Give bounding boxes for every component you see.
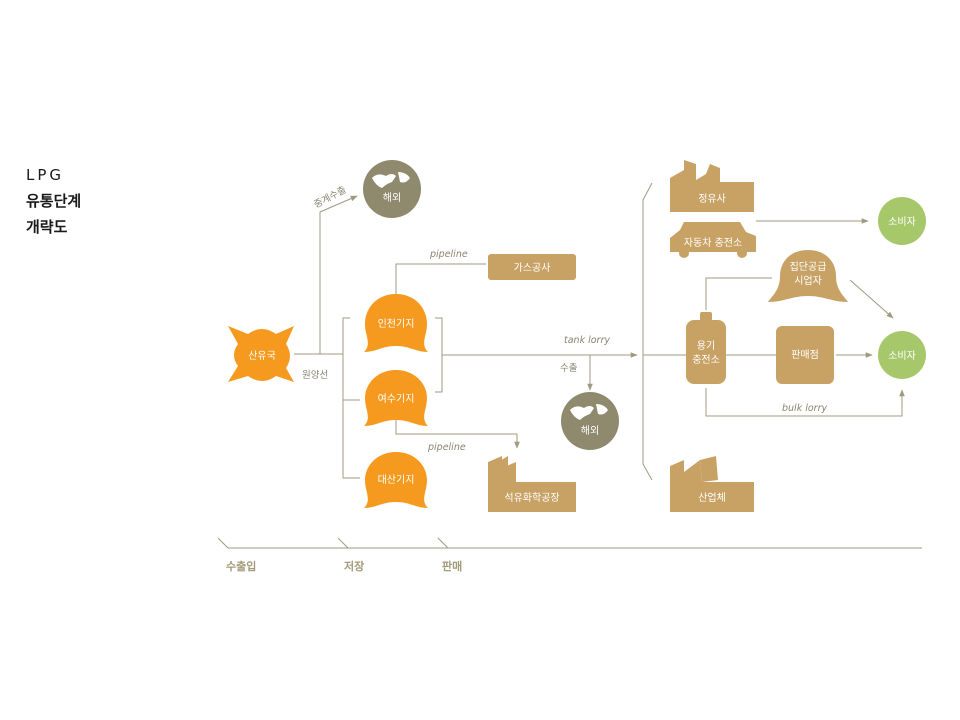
stage-tick-sales	[437, 537, 449, 549]
cylinder-station-node: 용기 충전소	[686, 312, 726, 384]
refinery-node: 정유사	[670, 160, 754, 212]
diagram-title: LPG 유통단계 개략도	[26, 162, 81, 240]
auto-station-label: 자동차 충전소	[684, 237, 742, 249]
overseas-globe-2: 해외	[561, 392, 619, 450]
industry-node: 산업체	[670, 456, 754, 512]
gas-corp-label: 가스공사	[514, 262, 551, 274]
origin-label: 산유국	[248, 350, 276, 362]
stage-import-export: 수출입	[226, 559, 256, 573]
daesan-label: 대산기지	[378, 474, 415, 486]
sales-bracket	[642, 182, 653, 481]
ocean-vessel-label: 원양선	[302, 370, 328, 381]
tank-lorry-label: tank lorry	[564, 335, 610, 346]
group-consumer-arrow	[849, 279, 894, 319]
consumer-node-2: 소비자	[878, 331, 926, 379]
group-supplier-node: 집단공급 시업자	[768, 250, 848, 302]
consumer-label-1: 소비자	[888, 216, 916, 228]
title-line-2: 유통단계	[26, 192, 82, 210]
pipeline-petro-arrow	[395, 420, 520, 449]
stage-tick-storage	[337, 537, 349, 549]
daesan-node: 대산기지	[364, 452, 428, 508]
pipeline-label-1: pipeline	[429, 249, 468, 260]
refinery-label: 정유사	[698, 193, 726, 205]
transit-export-arrow	[319, 195, 358, 354]
petrochem-label: 석유화학공장	[504, 492, 559, 504]
title-line-3: 개략도	[26, 218, 68, 236]
dealer-label: 판매점	[791, 349, 819, 361]
yeosu-node: 여수기지	[364, 370, 428, 426]
gas-corp-node: 가스공사	[488, 254, 576, 280]
origin-node: 산유국	[228, 326, 294, 382]
cylinder-group-line	[705, 277, 772, 310]
pipeline-label-2: pipeline	[427, 442, 466, 453]
industry-label: 산업체	[698, 491, 726, 504]
dealer-node: 판매점	[776, 326, 834, 384]
consumer-label-2: 소비자	[888, 350, 916, 362]
connectors	[217, 182, 922, 549]
transit-export-label: 중계수출	[312, 184, 349, 211]
auto-station-node: 자동차 충전소	[670, 222, 756, 258]
storage-bracket-left	[342, 317, 360, 479]
stage-baseline	[217, 537, 922, 549]
storage-bracket-right	[435, 317, 443, 393]
stage-sales: 판매	[442, 559, 462, 573]
title-line-1: LPG	[26, 166, 65, 184]
consumer-node-1: 소비자	[878, 197, 926, 245]
yeosu-label: 여수기지	[378, 393, 415, 405]
bulk-lorry-arrow	[705, 388, 905, 417]
overseas-label-1: 해외	[383, 191, 401, 204]
group-supplier-label-1: 집단공급	[790, 261, 827, 273]
group-supplier-label-2: 시업자	[794, 274, 822, 287]
cylinder-station-label-1: 용기	[697, 340, 715, 352]
bulk-lorry-label: bulk lorry	[782, 403, 827, 414]
petrochem-node: 석유화학공장	[488, 456, 576, 512]
overseas-label-2: 해외	[581, 424, 599, 437]
export-label: 수출	[560, 363, 578, 374]
cylinder-station-label-2: 충전소	[692, 354, 720, 366]
pipeline-gas-line	[395, 263, 486, 296]
overseas-globe-1: 해외	[363, 160, 421, 218]
stage-storage: 저장	[344, 559, 364, 573]
incheon-node: 인천기지	[364, 294, 428, 352]
incheon-label: 인천기지	[378, 318, 415, 330]
